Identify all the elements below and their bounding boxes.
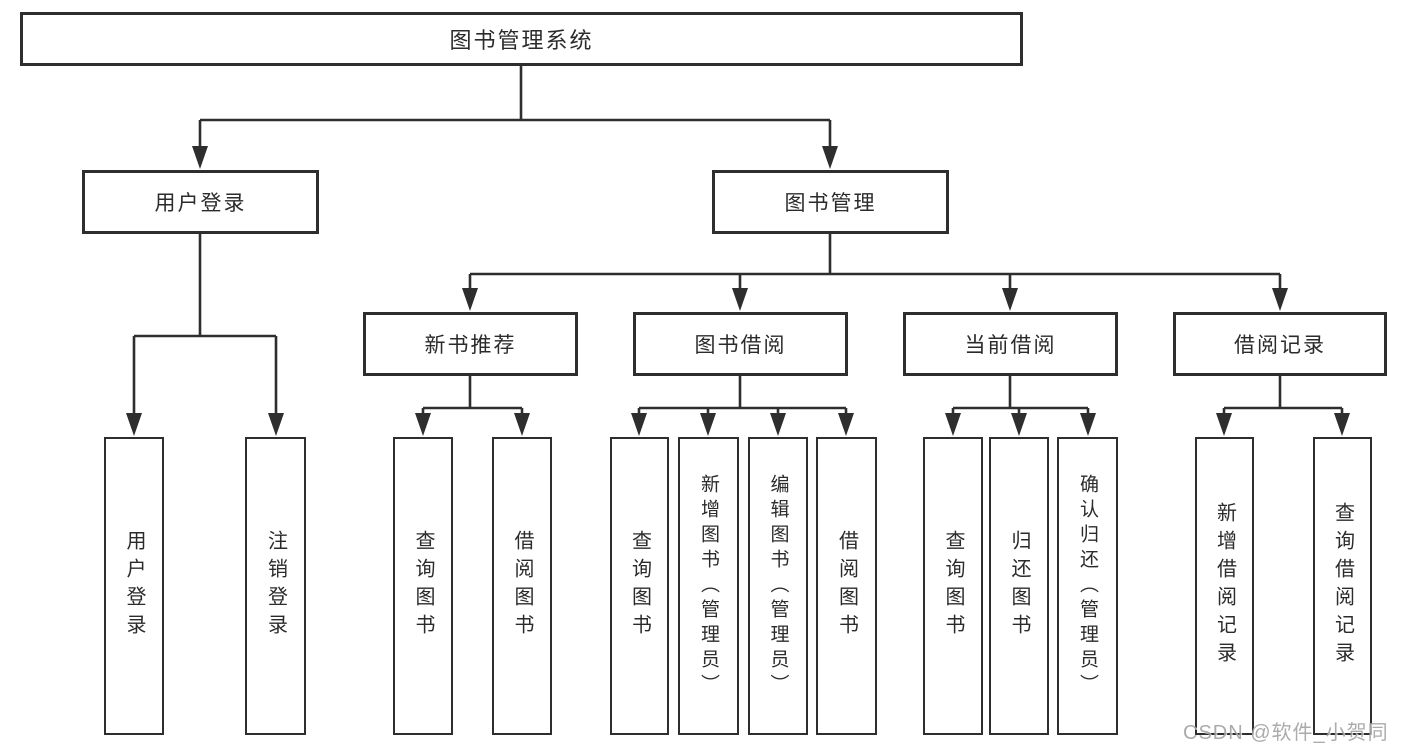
- node-label: 确认归还（管理员）: [1077, 473, 1098, 699]
- node-new-book-recommendation: 新书推荐: [363, 312, 578, 376]
- node-label: 新增借阅记录: [1213, 502, 1236, 670]
- node-label: 查询图书: [628, 530, 651, 642]
- node-borrow-books-recommend: 借阅图书: [492, 437, 552, 735]
- node-label: 查询图书: [412, 530, 434, 642]
- node-user-login-op: 用户登录: [104, 437, 164, 735]
- node-return-books: 归还图书: [989, 437, 1049, 735]
- node-label: 新增图书（管理员）: [698, 473, 719, 699]
- node-label: 借阅图书: [511, 530, 533, 642]
- node-book-borrowing: 图书借阅: [633, 312, 848, 376]
- node-query-books-current: 查询图书: [923, 437, 983, 735]
- node-query-books-recommend: 查询图书: [393, 437, 453, 735]
- arrow-down-icons: [126, 146, 1350, 436]
- node-borrowing-records: 借阅记录: [1173, 312, 1387, 376]
- node-label: 归还图书: [1008, 530, 1030, 642]
- node-edit-book-admin: 编辑图书（管理员）: [748, 437, 808, 735]
- node-current-borrowing: 当前借阅: [903, 312, 1118, 376]
- node-label: 编辑图书（管理员）: [767, 473, 789, 699]
- node-logout-op: 注销登录: [245, 437, 306, 735]
- node-library-management-system: 图书管理系统: [20, 12, 1023, 66]
- node-user-login: 用户登录: [82, 170, 319, 234]
- node-add-borrow-record: 新增借阅记录: [1195, 437, 1254, 735]
- node-add-book-admin: 新增图书（管理员）: [678, 437, 739, 735]
- node-query-borrow-record: 查询借阅记录: [1313, 437, 1372, 735]
- node-label: 借阅图书: [835, 530, 858, 642]
- node-book-management: 图书管理: [712, 170, 949, 234]
- node-label: 查询图书: [942, 530, 964, 642]
- node-borrow-books-op: 借阅图书: [816, 437, 877, 735]
- node-label: 用户登录: [123, 530, 145, 642]
- node-label: 注销登录: [264, 530, 287, 642]
- csdn-watermark: CSDN @软件_小贺同学: [1183, 722, 1389, 744]
- node-query-books-borrow: 查询图书: [610, 437, 669, 735]
- node-confirm-return-admin: 确认归还（管理员）: [1057, 437, 1118, 735]
- node-label: 查询借阅记录: [1331, 502, 1354, 670]
